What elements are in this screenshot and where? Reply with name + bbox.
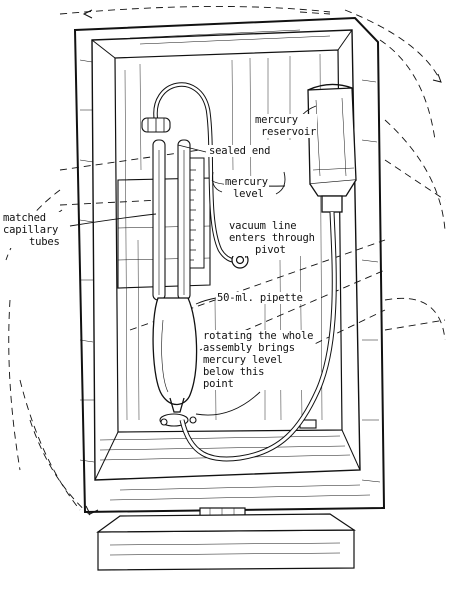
mercury-reservoir-bottle — [307, 83, 357, 213]
label-mercury-level: mercury level — [224, 176, 269, 200]
scale-plate — [189, 157, 205, 269]
label-mercury-reservoir: mercury reservoir — [254, 114, 318, 138]
stand-base — [96, 507, 356, 571]
arrow-heads — [82, 9, 442, 515]
cabinet — [73, 16, 386, 514]
rotation-arcs — [5, 6, 446, 516]
label-pipette: 50-ml. pipette — [216, 292, 304, 304]
label-sealed-end: sealed end — [208, 145, 272, 157]
capillary-tubes — [152, 139, 191, 301]
pipette — [152, 297, 198, 413]
leader-lines — [69, 105, 317, 416]
reservoir-tubing — [179, 211, 337, 462]
vacuum-tubing — [153, 82, 241, 263]
label-matched-capillary-tubes: matched capillary tubes — [2, 212, 61, 248]
top-clamp — [141, 117, 171, 133]
label-vacuum-line: vacuum line enters through pivot — [228, 220, 316, 256]
label-rotating-note: rotating the whole assembly brings mercu… — [202, 330, 315, 390]
